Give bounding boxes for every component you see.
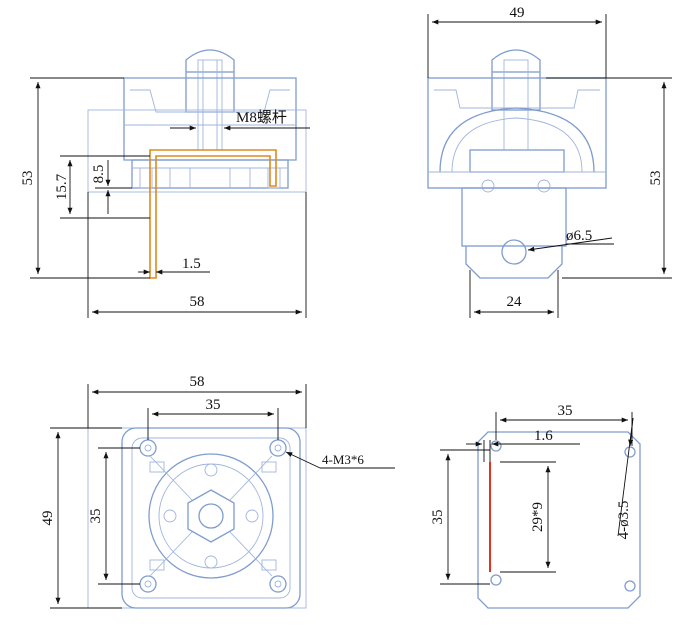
bottom-view: 58 35 49 35 4-M3*6 — [40, 374, 395, 609]
front-dim-15-7: 15.7 — [54, 155, 150, 219]
side-dim-49-text: 49 — [510, 5, 525, 21]
bottom-dim-35-y-text: 35 — [88, 509, 104, 524]
bracket-hole-label-text: 4-ø3.5 — [616, 501, 632, 540]
side-dim-24: 24 — [469, 270, 559, 318]
side-dim-53: 53 — [546, 77, 672, 279]
bottom-screw-label-text: 4-M3*6 — [322, 452, 364, 467]
side-dim-hole-text: ø6.5 — [566, 228, 592, 244]
front-dim-58-text: 58 — [190, 294, 205, 310]
bracket-dim-35-y-text: 35 — [430, 510, 446, 525]
bottom-view-housing — [87, 427, 307, 609]
front-dim-8-5-text: 8.5 — [91, 165, 107, 184]
bracket-dim-slot-text: 29*9 — [530, 502, 546, 532]
bracket-dim-1-6-text: 1.6 — [534, 428, 553, 444]
bottom-dim-58-text: 58 — [190, 374, 205, 390]
front-dim-8-5: 8.5 — [91, 160, 132, 214]
front-view-bracket — [149, 149, 277, 279]
bracket-dim-1-6: 1.6 — [466, 428, 580, 462]
front-dim-53: 53 — [20, 77, 150, 279]
side-view-housing — [427, 49, 607, 279]
bracket-view: 35 1.6 35 29*9 4-ø3.5 — [430, 403, 641, 609]
front-dim-53-text: 53 — [20, 171, 36, 186]
bottom-dim-35-y: 35 — [88, 447, 140, 585]
front-bolt-label-text: M8螺杆 — [236, 109, 287, 126]
bracket-dim-35-y: 35 — [430, 449, 490, 585]
side-dim-49: 49 — [427, 5, 607, 78]
bracket-dim-35-x-text: 35 — [558, 403, 573, 419]
bottom-screw-label: 4-M3*6 — [285, 451, 395, 469]
bottom-dim-49: 49 — [40, 427, 122, 609]
front-view-housing — [87, 49, 307, 193]
side-dim-24-text: 24 — [507, 294, 523, 310]
front-bolt-label: M8螺杆 — [170, 109, 310, 131]
side-dim-hole: ø6.5 — [527, 228, 614, 252]
bottom-dim-58: 58 — [87, 374, 307, 428]
front-view: 53 15.7 8.5 M8螺杆 1.5 — [20, 49, 310, 318]
bracket-dim-slot: 29*9 — [500, 461, 556, 573]
front-dim-1-5-text: 1.5 — [182, 256, 201, 272]
bottom-dim-35-x-text: 35 — [206, 397, 221, 413]
side-view: 49 53 ø6.5 24 — [427, 5, 672, 318]
front-dim-1-5: 1.5 — [138, 256, 210, 275]
front-dim-15-7-text: 15.7 — [54, 173, 70, 200]
side-dim-53-text: 53 — [648, 171, 664, 186]
bottom-dim-49-text: 49 — [40, 511, 56, 526]
bracket-hole-label: 4-ø3.5 — [616, 417, 634, 540]
bracket-dim-35-x: 35 — [495, 403, 633, 446]
bottom-dim-35-x: 35 — [147, 397, 279, 440]
front-dim-58: 58 — [87, 192, 307, 318]
